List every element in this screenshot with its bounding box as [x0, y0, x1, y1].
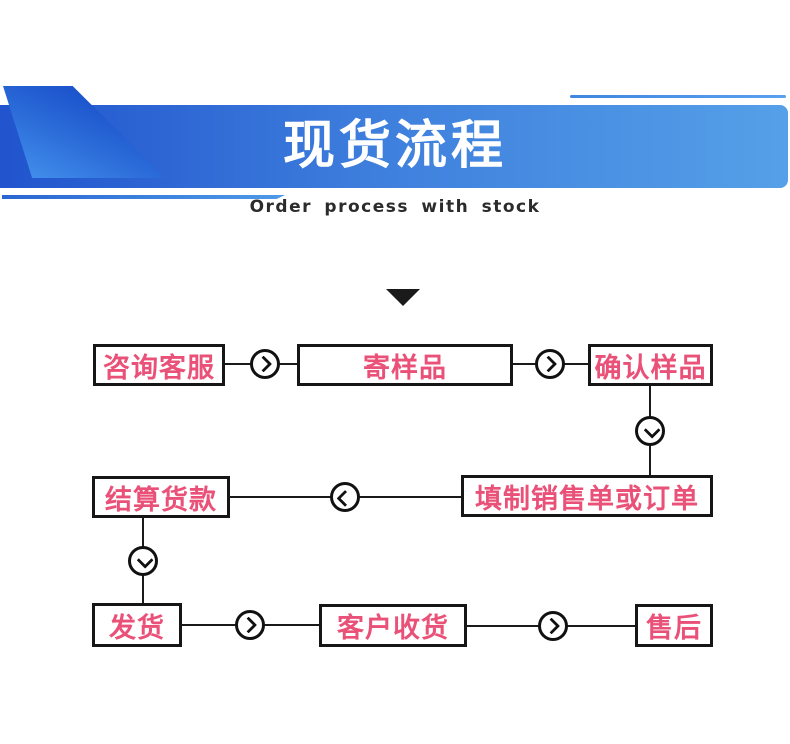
flow-node-customer-receive: 客户收货: [319, 604, 467, 647]
banner-top-right-line: [570, 95, 786, 98]
page-subtitle: Order process with stock: [249, 197, 541, 217]
chevron-down-icon: [643, 421, 661, 439]
down-triangle-icon: [386, 289, 420, 306]
banner-bottom-left-line: [2, 195, 285, 199]
page-title: 现货流程: [282, 116, 507, 176]
flow-node-label: 结算货款: [105, 484, 217, 516]
connector-badge: [330, 482, 360, 512]
flow-node-label: 客户收货: [337, 613, 449, 644]
chevron-right-icon: [540, 355, 558, 373]
connector-badge: [535, 349, 565, 379]
flow-node-label: 确认样品: [594, 352, 707, 384]
flow-node-after-sales: 售后: [635, 604, 713, 647]
flow-node-label: 寄样品: [363, 352, 447, 384]
connector-badge: [635, 416, 665, 446]
flow-node-label: 发货: [109, 612, 165, 644]
connector-badge: [250, 349, 280, 379]
flow-node-send-sample: 寄样品: [297, 344, 513, 386]
chevron-right-icon: [255, 355, 273, 373]
flow-node-fill-sales-order: 填制销售单或订单: [461, 475, 713, 517]
chevron-left-icon: [336, 489, 354, 507]
flow-node-label: 咨询客服: [103, 352, 215, 384]
chevron-right-icon: [240, 616, 258, 634]
flow-node-settle-payment: 结算货款: [92, 476, 230, 518]
chevron-down-icon: [136, 551, 154, 569]
flow-node-consult-service: 咨询客服: [93, 344, 225, 386]
flow-node-confirm-sample: 确认样品: [588, 344, 713, 386]
connector-badge: [538, 611, 568, 641]
connector-badge: [235, 610, 265, 640]
connector-badge: [128, 546, 158, 576]
chevron-right-icon: [543, 617, 561, 635]
flow-node-ship-goods: 发货: [92, 603, 182, 647]
flow-node-label: 售后: [646, 613, 702, 644]
flow-node-label: 填制销售单或订单: [475, 483, 699, 515]
